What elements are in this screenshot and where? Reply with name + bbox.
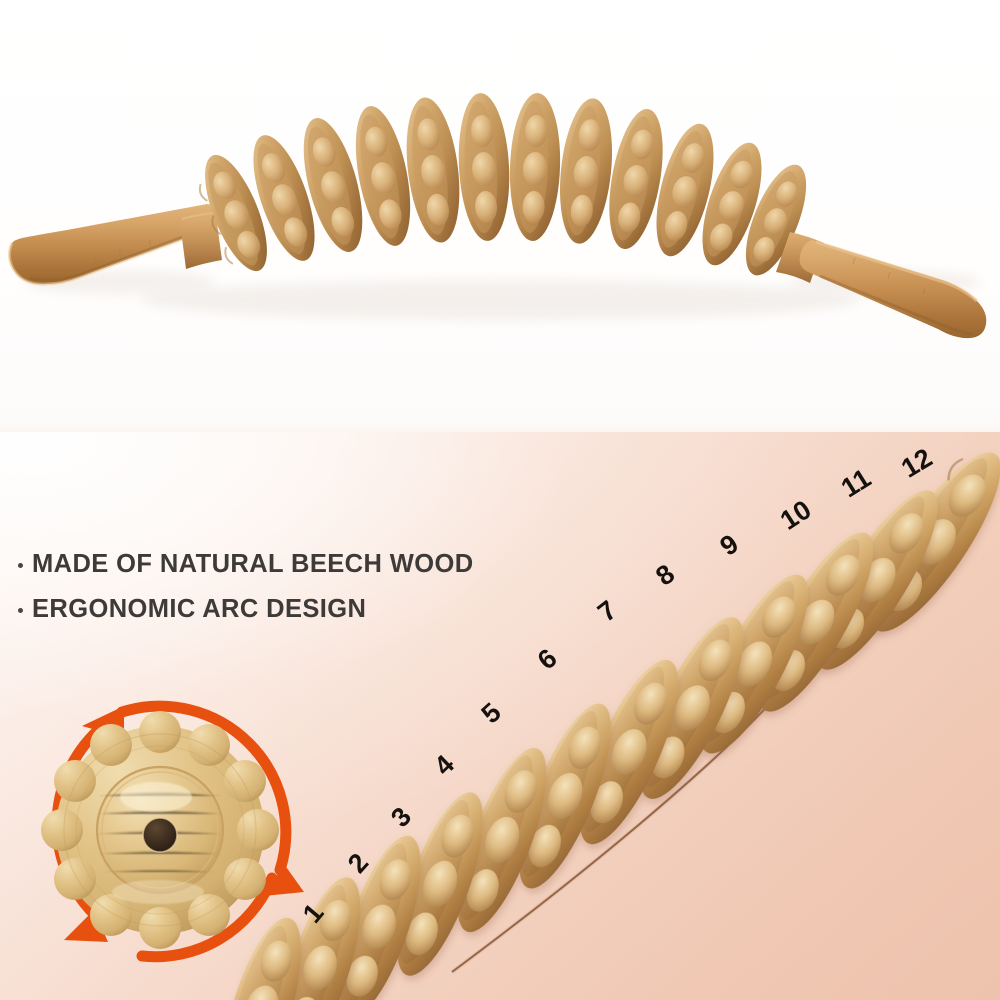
arc-wheel-6 <box>519 703 611 889</box>
arc-wheel-2 <box>279 877 361 1000</box>
top-product-photo-panel <box>0 0 1000 432</box>
bullet-dot-icon <box>18 608 23 613</box>
right-handle <box>799 240 987 339</box>
left-handle <box>7 204 220 286</box>
rotation-arc-lower <box>136 872 278 963</box>
rotation-arc-upper <box>116 700 292 876</box>
arc-wheel-7 <box>579 659 679 845</box>
feature-bullet-0: MADE OF NATURAL BEECH WOOD <box>18 550 474 579</box>
bullet-dot-icon <box>18 563 23 568</box>
arc-wheel-8 <box>640 617 744 799</box>
numbered-roller-wheel-arc-illustration <box>41 452 1000 1000</box>
gear-lobes <box>41 711 279 949</box>
roller-wheel-group <box>198 93 807 276</box>
rotation-arrowhead-right <box>264 864 304 896</box>
feature-label-0: MADE OF NATURAL BEECH WOOD <box>32 550 474 578</box>
arc-wheel-1 <box>222 917 302 1000</box>
arc-wheel-5 <box>457 747 547 933</box>
gear-axle-hole <box>143 818 177 852</box>
feature-bullet-1: ERGONOMIC ARC DESIGN <box>18 595 474 624</box>
bottom-feature-panel: MADE OF NATURAL BEECH WOOD ERGONOMIC ARC… <box>0 432 1000 1000</box>
massage-roller-product-image <box>7 93 987 339</box>
arc-wheel-4 <box>397 792 483 976</box>
feature-bullet-list: MADE OF NATURAL BEECH WOOD ERGONOMIC ARC… <box>18 550 474 624</box>
arc-wheel-3 <box>337 835 421 1000</box>
gear-wheel-body <box>41 711 279 949</box>
feature-label-1: ERGONOMIC ARC DESIGN <box>32 595 367 623</box>
arc-wheel-shapes <box>222 452 1000 1000</box>
gear-detail-group <box>41 700 304 963</box>
